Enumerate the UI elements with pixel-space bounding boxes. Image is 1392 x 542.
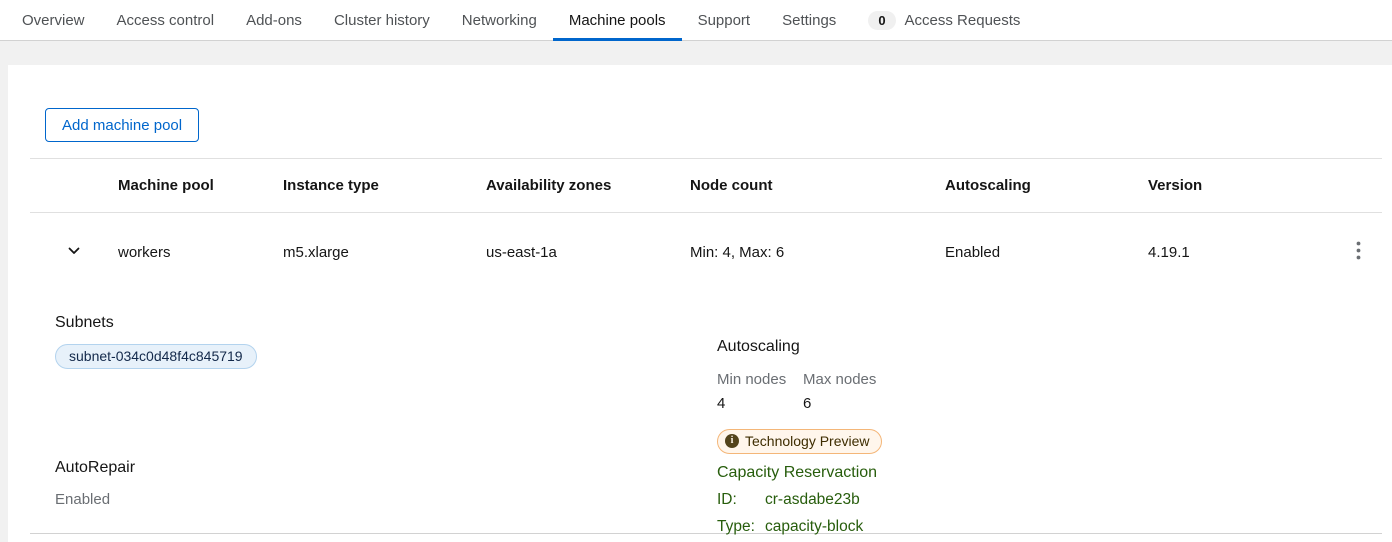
tab-label: Overview (22, 11, 85, 29)
page-background-band (0, 41, 1392, 65)
tab-networking[interactable]: Networking (446, 0, 553, 40)
info-icon: i (725, 434, 739, 448)
capacity-reservation-type-value: capacity-block (765, 518, 864, 535)
tab-add-ons[interactable]: Add-ons (230, 0, 318, 40)
capacity-reservation-id-label: ID: (717, 491, 737, 508)
technology-preview-badge: i Technology Preview (717, 429, 882, 454)
min-nodes-label: Min nodes (717, 371, 787, 388)
tab-access-requests[interactable]: 0 Access Requests (852, 0, 1036, 40)
kebab-menu-button[interactable] (1350, 235, 1367, 269)
tab-overview[interactable]: Overview (6, 0, 101, 40)
machine-pools-panel: Add machine pool Machine pool Instance t… (8, 65, 1392, 542)
max-nodes-value: 6 (803, 395, 812, 412)
column-header-instance-type: Instance type (283, 177, 379, 194)
expanded-right-column: Autoscaling Min nodes Max nodes 4 6 i Te… (717, 291, 1382, 535)
tab-label: Access Requests (904, 11, 1021, 29)
tab-cluster-history[interactable]: Cluster history (318, 0, 446, 40)
chevron-down-icon (67, 244, 81, 261)
capacity-reservation-type-label: Type: (717, 518, 755, 535)
expand-toggle-button[interactable] (61, 238, 87, 267)
column-header-availability-zones: Availability zones (486, 177, 612, 194)
cell-availability-zones: us-east-1a (486, 243, 557, 261)
min-nodes-value: 4 (717, 395, 726, 412)
tab-support[interactable]: Support (682, 0, 767, 40)
machine-pools-table: Machine pool Instance type Availability … (30, 158, 1382, 535)
access-requests-count-badge: 0 (868, 10, 896, 30)
autorepair-value: Enabled (55, 491, 111, 508)
subnets-title: Subnets (55, 314, 114, 331)
capacity-reservation-block: Capacity Reservaction ID: cr-asdabe23b Ty… (717, 459, 1382, 540)
cell-instance-type: m5.xlarge (283, 243, 349, 261)
tab-label: Settings (782, 11, 837, 29)
cell-machine-pool: workers (118, 243, 171, 261)
table-row: workers m5.xlarge us-east-1a Min: 4, Max… (30, 213, 1382, 291)
table-header-row: Machine pool Instance type Availability … (30, 159, 1382, 213)
tab-access-control[interactable]: Access control (101, 0, 231, 40)
tab-label: Support (697, 11, 751, 29)
add-machine-pool-button[interactable]: Add machine pool (45, 108, 200, 142)
column-header-node-count: Node count (690, 177, 773, 194)
column-header-autoscaling: Autoscaling (945, 177, 1031, 194)
cell-node-count: Min: 4, Max: 6 (690, 243, 785, 261)
kebab-icon (1356, 241, 1361, 263)
tab-label: Cluster history (333, 11, 430, 29)
expanded-row-details: Subnets subnet-034c0d48f4c845719 AutoRep… (30, 291, 1382, 535)
tab-label: Access control (116, 11, 215, 29)
tab-label: Networking (461, 11, 537, 29)
cell-autoscaling: Enabled (945, 243, 1001, 261)
tab-settings[interactable]: Settings (766, 0, 852, 40)
column-header-version: Version (1148, 177, 1203, 194)
tab-machine-pools[interactable]: Machine pools (552, 0, 682, 41)
expanded-left-column: Subnets subnet-034c0d48f4c845719 AutoRep… (55, 291, 717, 533)
tab-label: Add-ons (246, 11, 302, 29)
tab-label: Machine pools (568, 11, 666, 29)
cluster-tab-bar: Overview Access control Add-ons Cluster … (0, 0, 1392, 41)
technology-preview-label: Technology Preview (745, 433, 870, 449)
capacity-reservation-id-row: ID: cr-asdabe23b (717, 486, 1382, 513)
autoscaling-min-max: Min nodes Max nodes 4 6 (717, 371, 1382, 412)
column-header-machine-pool: Machine pool (118, 177, 214, 194)
cell-version: 4.19.1 (1148, 243, 1190, 261)
capacity-reservation-title: Capacity Reservaction (717, 464, 878, 481)
subnet-chip: subnet-034c0d48f4c845719 (55, 344, 257, 369)
capacity-reservation-id-value: cr-asdabe23b (765, 491, 860, 508)
max-nodes-label: Max nodes (803, 371, 877, 388)
autoscaling-title: Autoscaling (717, 338, 800, 355)
capacity-reservation-type-row: Type: capacity-block (717, 513, 1382, 540)
autorepair-title: AutoRepair (55, 459, 136, 476)
